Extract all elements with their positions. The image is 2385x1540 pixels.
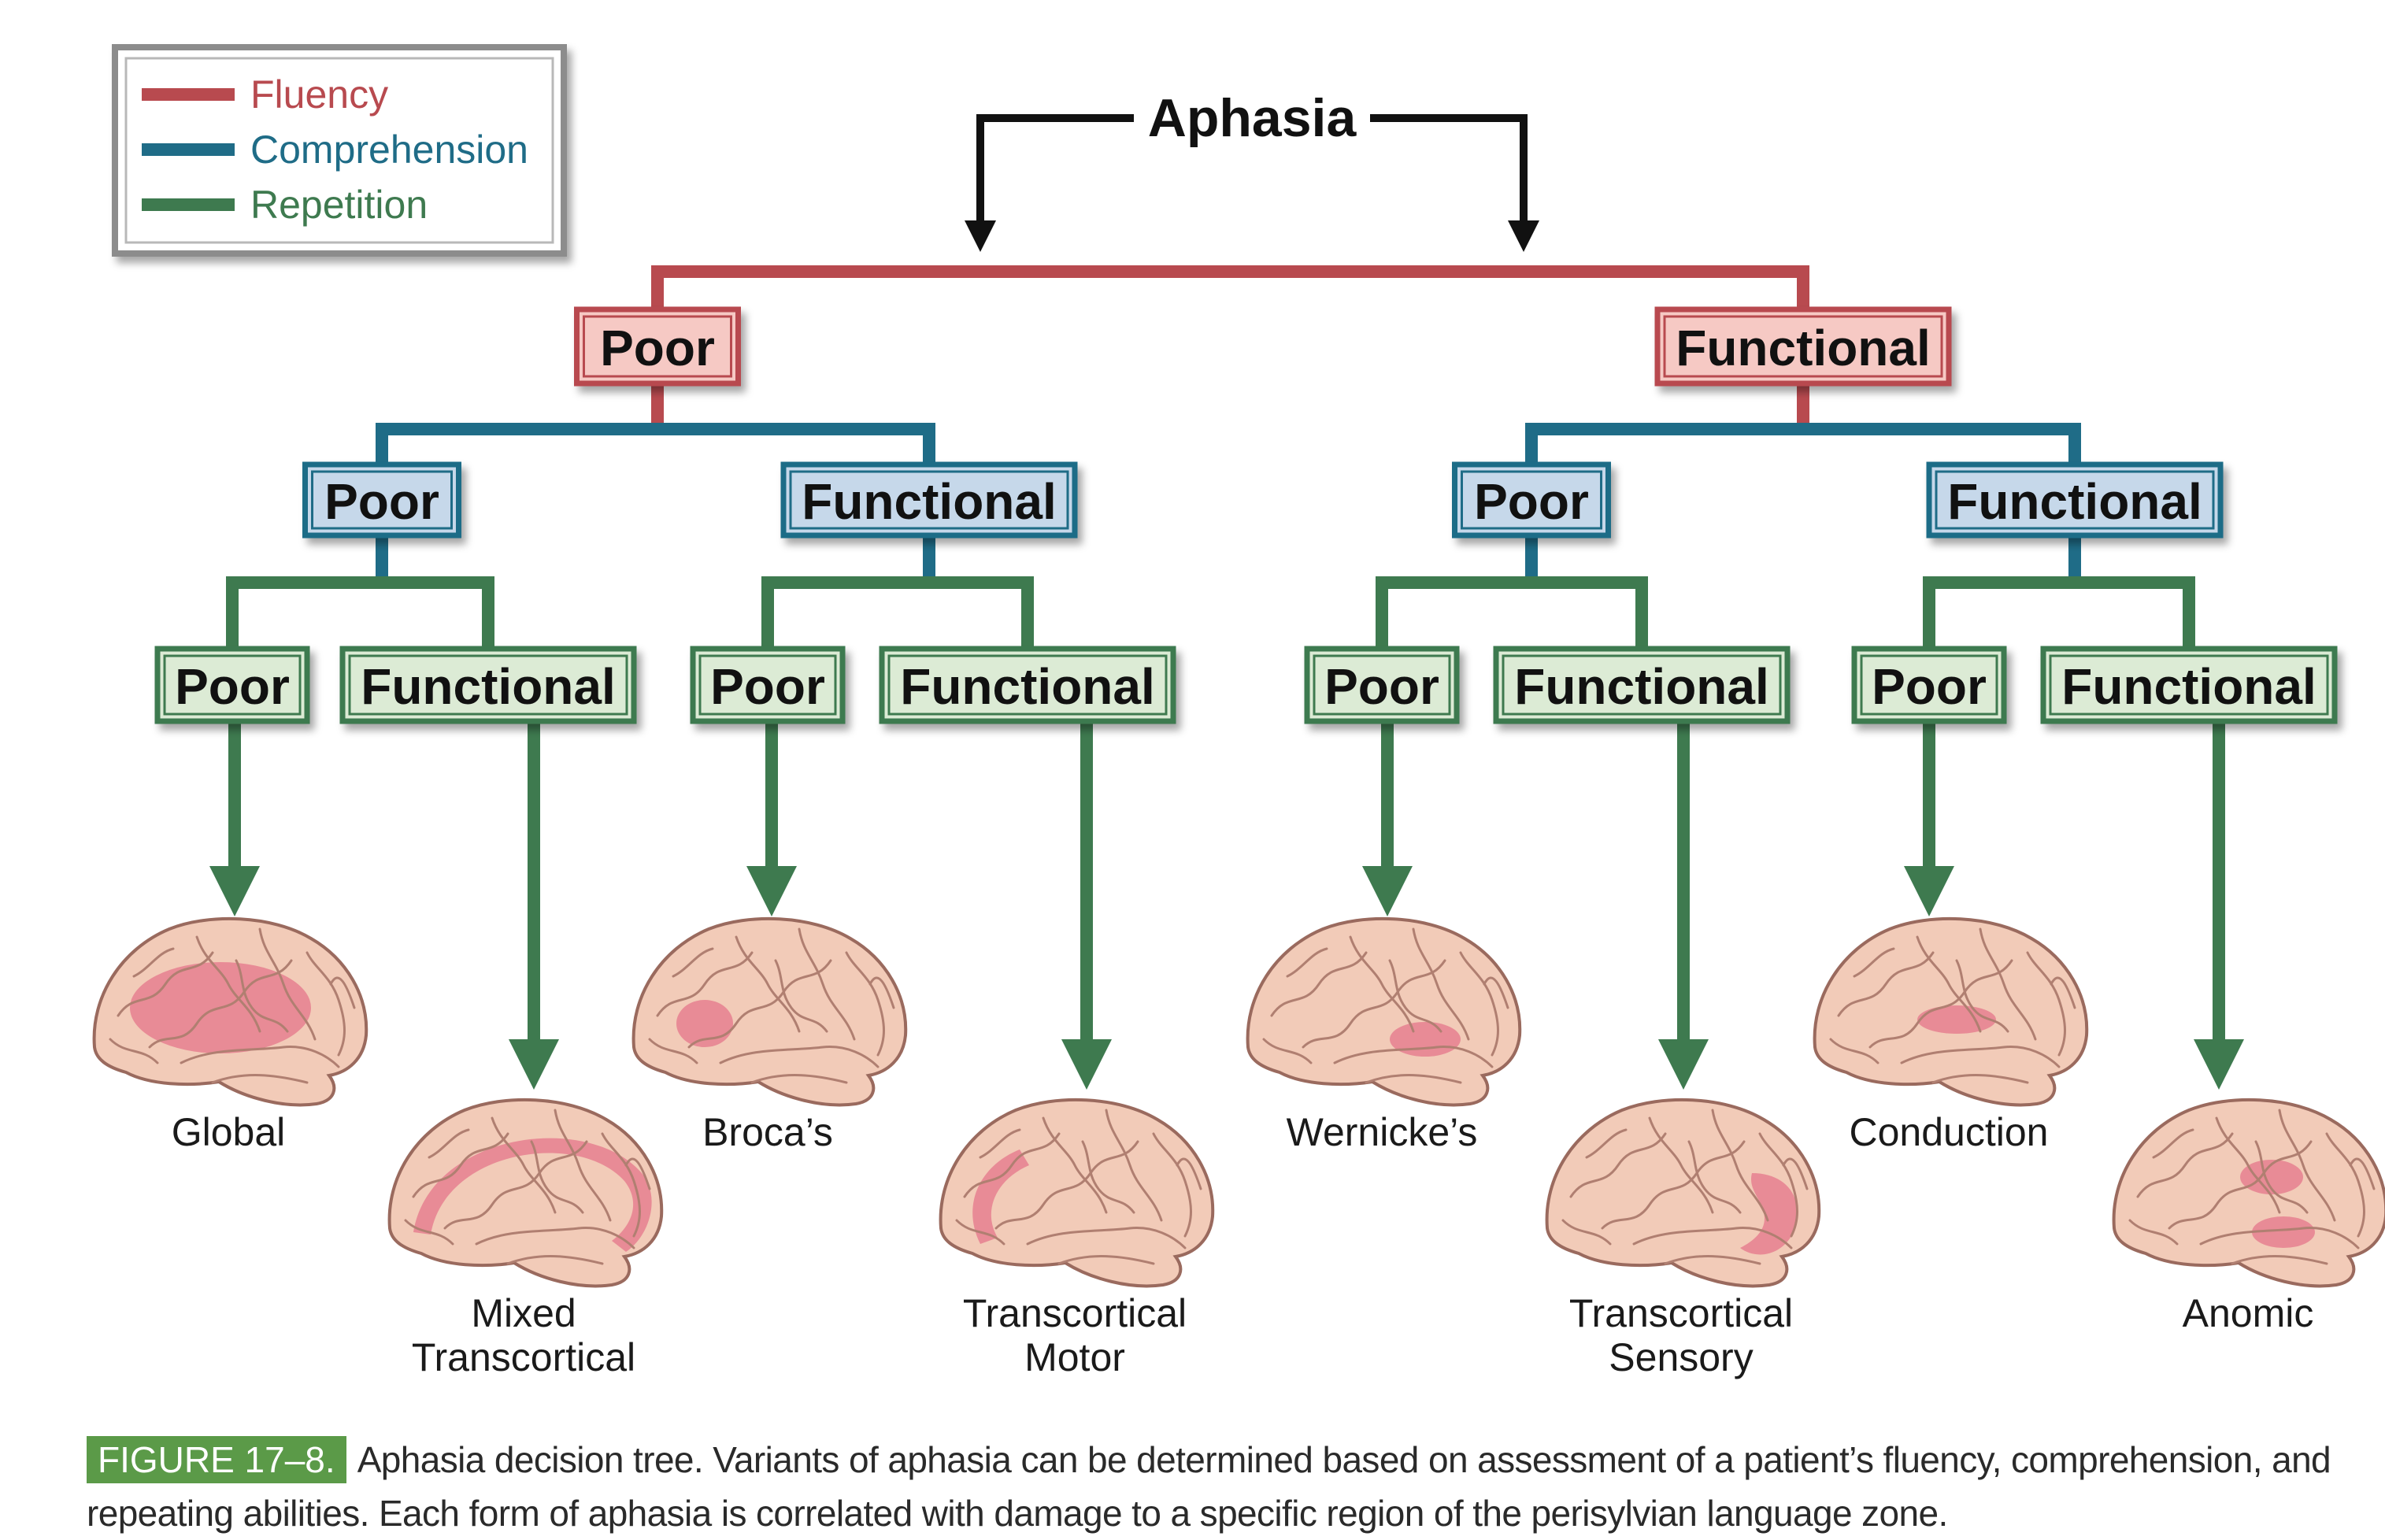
brain-icon — [1545, 1098, 1821, 1288]
fluency-node-label: Functional — [1676, 320, 1931, 376]
repetition-node: Functional — [879, 646, 1176, 724]
comprehension-connector — [376, 423, 935, 465]
repetition-connector — [226, 576, 494, 649]
comprehension-node: Poor — [302, 461, 461, 539]
lesion-region — [676, 1000, 733, 1047]
lesion-region — [2240, 1160, 2303, 1194]
legend-label: Repetition — [250, 183, 428, 227]
figure-caption-text: Aphasia decision tree. Variants of aphas… — [87, 1439, 2331, 1534]
lesion-region — [413, 1138, 652, 1252]
tree-connectors — [209, 265, 2244, 1090]
outcome-label: Anomic — [2183, 1291, 2314, 1335]
fluency-node: Poor — [574, 306, 741, 387]
repetition-node: Functional — [1493, 646, 1791, 724]
figure-caption: FIGURE 17–8.Aphasia decision tree. Varia… — [87, 1433, 2370, 1540]
fluency-node: Functional — [1654, 306, 1952, 387]
repetition-node-label: Functional — [1514, 658, 1769, 715]
repetition-connector — [1376, 576, 1648, 649]
lesion-region — [1390, 1022, 1461, 1057]
lesion-region — [1917, 1005, 1996, 1034]
comprehension-node-label: Poor — [1474, 473, 1589, 530]
figure-tag: FIGURE 17–8. — [87, 1436, 346, 1483]
repetition-node: Poor — [690, 646, 846, 724]
repetition-node-label: Poor — [175, 658, 290, 715]
repetition-node: Poor — [154, 646, 310, 724]
brain-icon — [2112, 1098, 2385, 1288]
comprehension-node-label: Poor — [324, 473, 439, 530]
outcome-conduction: Conduction — [1813, 916, 2089, 1154]
outcome-label: Global — [172, 1110, 286, 1154]
brain-icon — [631, 916, 908, 1107]
outcome-label: Wernicke’s — [1287, 1110, 1478, 1154]
outcome-anomic: Anomic — [2112, 1098, 2385, 1335]
lesion-region — [1740, 1173, 1798, 1255]
comprehension-node: Poor — [1452, 461, 1611, 539]
repetition-connector — [1923, 576, 2195, 649]
legend-label: Comprehension — [250, 128, 528, 172]
brain-icon — [1813, 916, 2089, 1107]
comprehension-node: Functional — [780, 461, 1078, 539]
repetition-node-label: Poor — [710, 658, 825, 715]
outcome-label: Conduction — [1850, 1110, 2049, 1154]
repetition-node-label: Functional — [2061, 658, 2316, 715]
root: Aphasia — [965, 88, 1539, 252]
repetition-node: Functional — [2040, 646, 2338, 724]
repetition-node: Functional — [339, 646, 637, 724]
outcome-broca: Broca’s — [631, 916, 908, 1154]
brain-icon — [1246, 916, 1522, 1107]
repetition-node: Poor — [1851, 646, 2007, 724]
fluency-node-label: Poor — [600, 320, 715, 376]
lesion-region — [972, 1149, 1029, 1244]
comprehension-node: Functional — [1926, 461, 2224, 539]
lesion-region — [2252, 1216, 2315, 1248]
outcome-wernicke: Wernicke’s — [1246, 916, 1522, 1154]
root-title: Aphasia — [1148, 88, 1357, 148]
repetition-node-label: Functional — [900, 658, 1155, 715]
comprehension-node-label: Functional — [802, 473, 1057, 530]
legend-label: Fluency — [250, 72, 388, 117]
repetition-node-label: Poor — [1872, 658, 1987, 715]
comprehension-node-label: Functional — [1947, 473, 2202, 530]
comprehension-connector — [1525, 423, 2081, 465]
brain-icon — [387, 1098, 664, 1288]
repetition-connector — [761, 576, 1034, 649]
legend-inner-frame — [124, 57, 554, 244]
outcome-label: Broca’s — [702, 1110, 833, 1154]
brain-icon — [939, 1098, 1215, 1288]
repetition-node-label: Poor — [1324, 658, 1439, 715]
brain-icon — [92, 916, 368, 1107]
fluency-connector — [651, 265, 1809, 309]
repetition-node: Poor — [1304, 646, 1460, 724]
repetition-node-label: Functional — [361, 658, 616, 715]
outcome-global: Global — [92, 916, 368, 1154]
